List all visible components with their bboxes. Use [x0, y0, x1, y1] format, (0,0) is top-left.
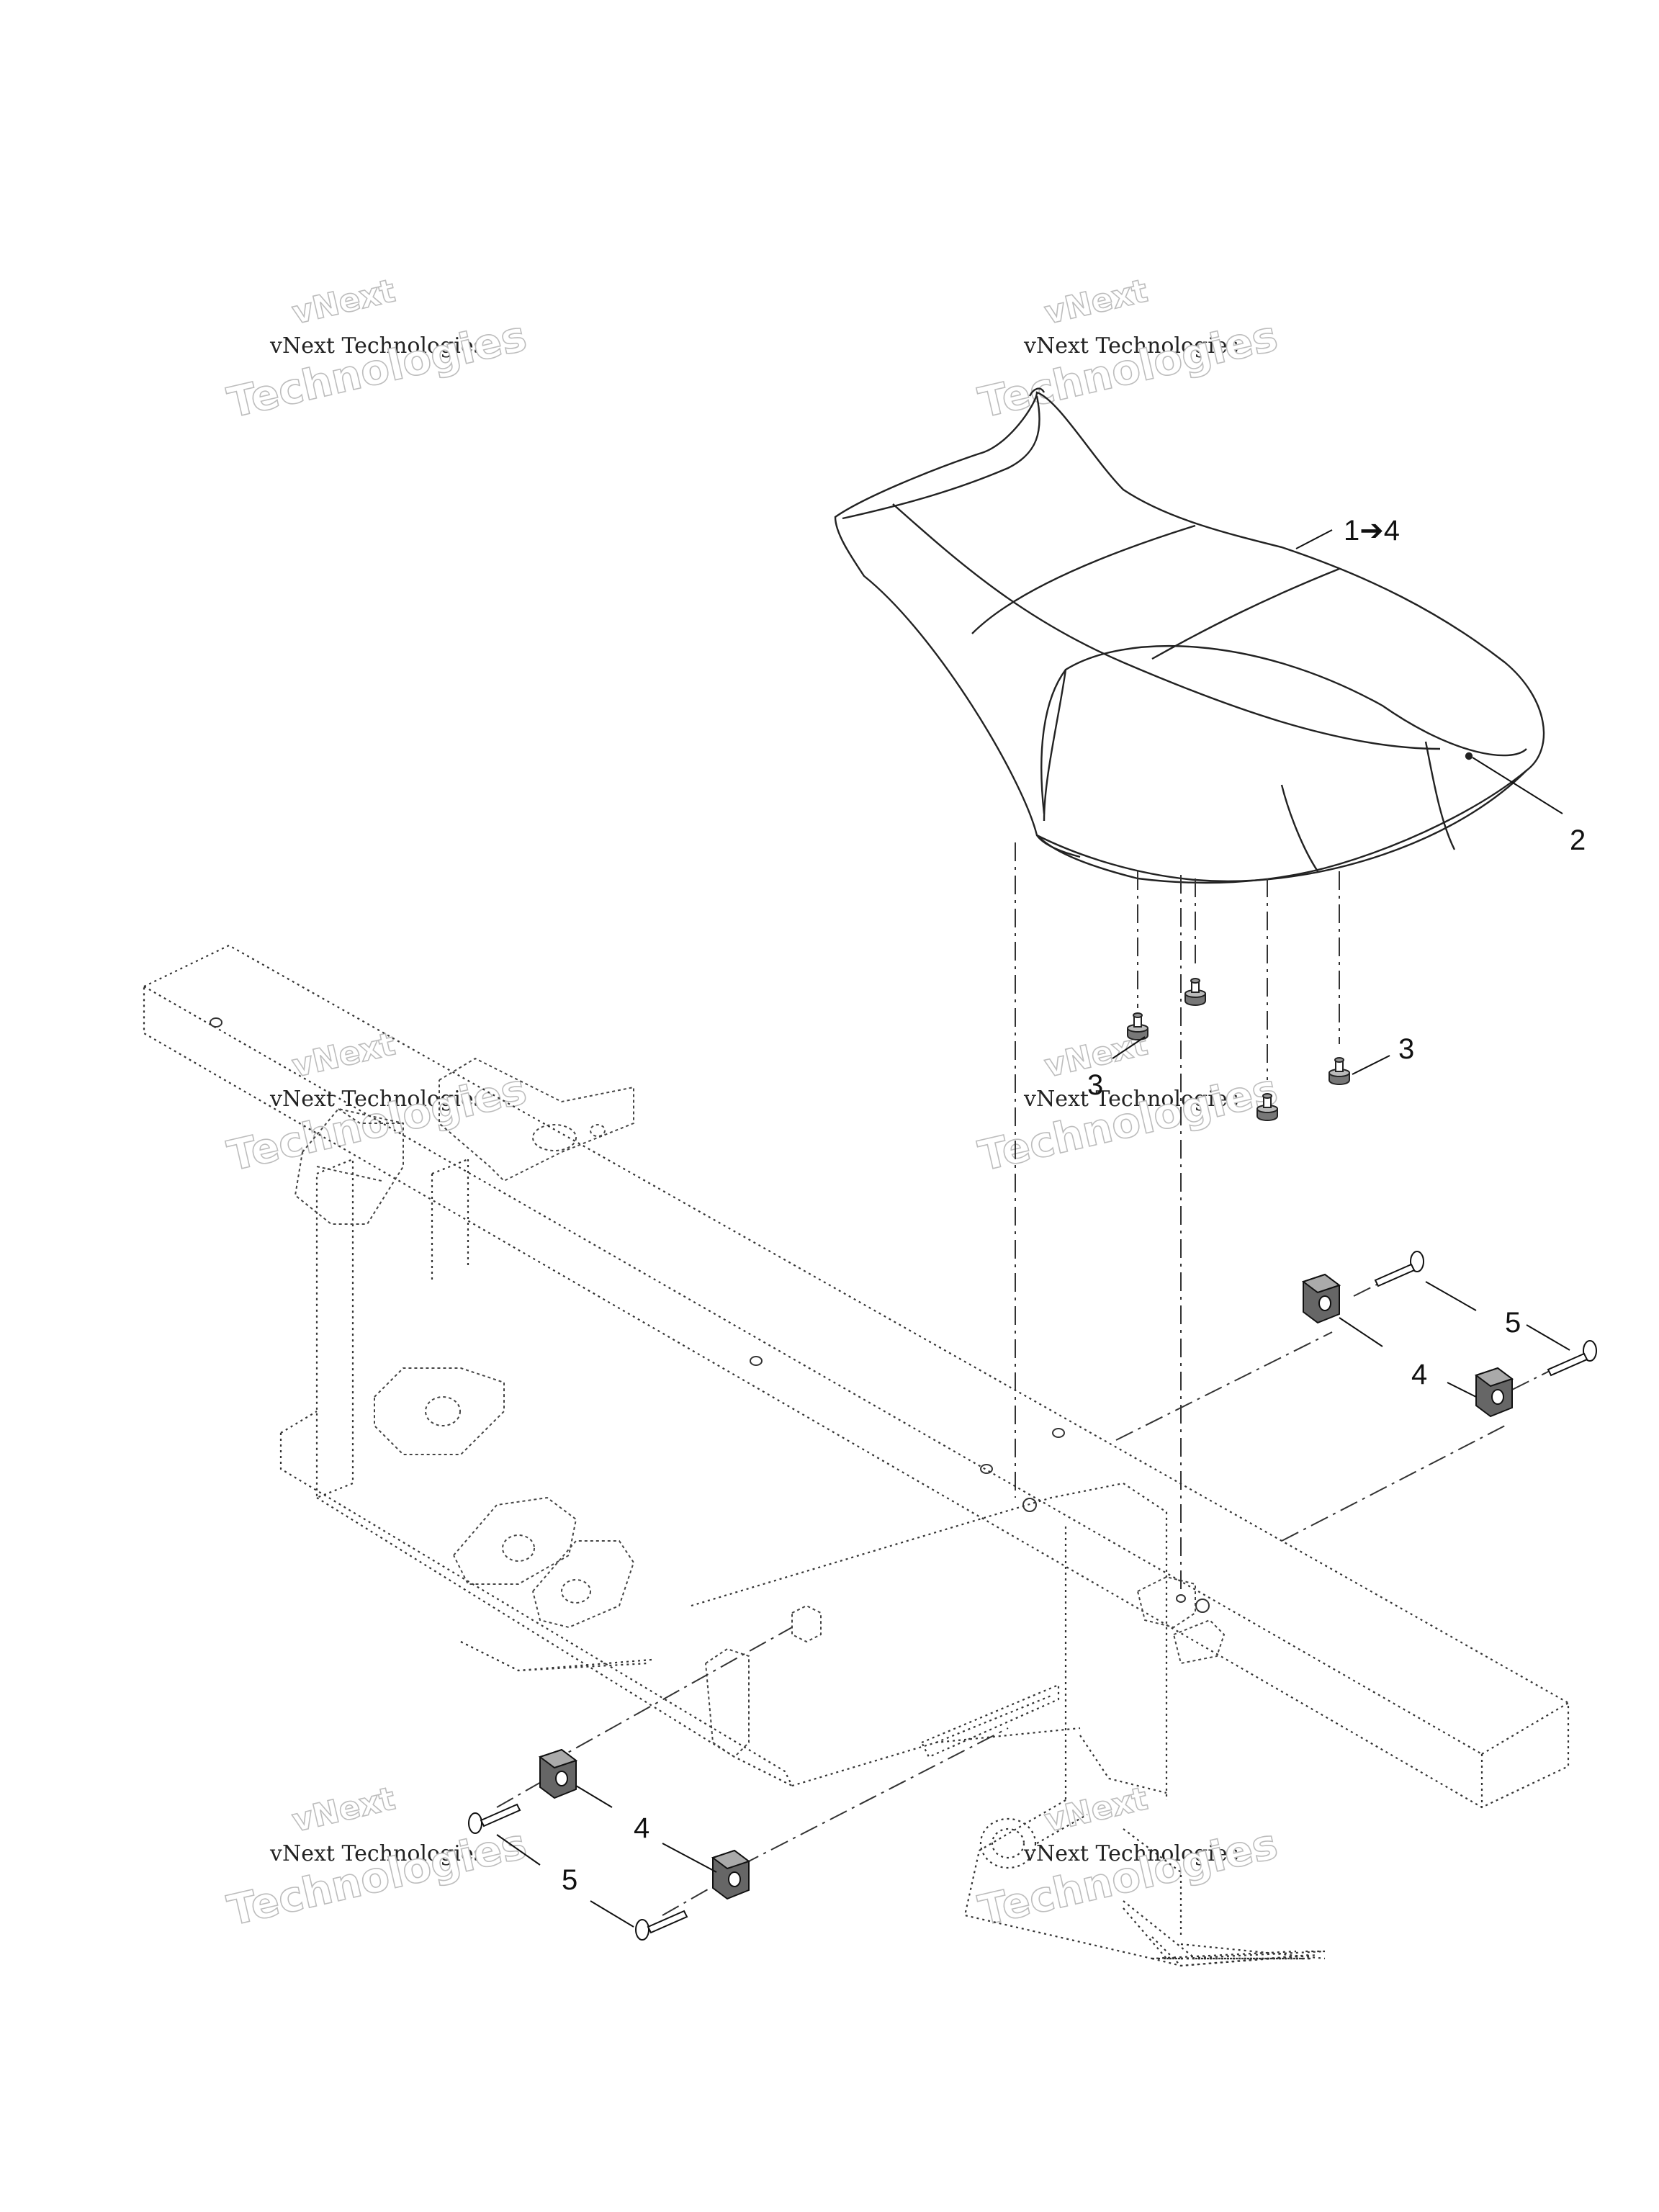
callout-bumper-right: 3 — [1398, 1033, 1414, 1065]
rubber-bumpers — [1127, 978, 1350, 1121]
seat-outline — [834, 391, 1545, 884]
watermark-big-text: Technologies — [974, 1064, 1282, 1180]
watermark-small-text: vNext — [289, 272, 399, 331]
lower-left-bracket-b — [532, 1540, 635, 1629]
bracket-right-upper — [1301, 1273, 1341, 1324]
callout-screw-left: 5 — [562, 1864, 577, 1896]
bracket-right-lower — [1474, 1367, 1514, 1418]
centerline-left-lower — [741, 1727, 1009, 1866]
callout-seat-assembly: 1➔4 — [1344, 515, 1400, 547]
centerline-right-upper — [1115, 1331, 1333, 1441]
lower-left-bracket-a — [453, 1496, 577, 1585]
watermark-big-text: Technologies — [223, 311, 531, 427]
upper-center-tab — [791, 1604, 822, 1643]
watermark-big-text: Technologies — [974, 1819, 1282, 1935]
upper-left-bracket — [294, 1107, 404, 1225]
center-tab-bracket — [705, 1647, 750, 1758]
screws — [468, 1251, 1597, 1941]
watermark-line-text: vNext Technologies — [269, 1087, 485, 1112]
screw-right-lower — [1547, 1340, 1597, 1377]
lower-tail-line — [1079, 1735, 1167, 1794]
seat-side-seam-b — [1151, 567, 1340, 660]
lower-right-skid — [1151, 1954, 1311, 1967]
bracket-left-lower — [711, 1849, 751, 1900]
mounting-brackets — [538, 1273, 1514, 1900]
seat-center-seam — [892, 503, 1441, 750]
watermark-small-text: vNext — [289, 1025, 399, 1084]
right-low-tab — [1173, 1619, 1226, 1665]
watermark-line-text: vNext Technologies — [1023, 333, 1238, 359]
watermark-middle-left: vNext vNext Technologies Technologies — [222, 1025, 531, 1182]
watermark-top-left: vNext vNext Technologies Technologies — [222, 272, 531, 428]
bumper-3 — [1256, 1093, 1278, 1121]
centerline-screw-right-a — [1353, 1267, 1412, 1297]
assembly-centerlines — [496, 842, 1585, 1916]
screw-left-lower — [635, 1910, 688, 1941]
callout-leaders — [496, 529, 1570, 1928]
bumper-2 — [1184, 978, 1206, 1006]
seat-base-edge — [1036, 770, 1527, 882]
seat-rear-panel — [1040, 644, 1527, 814]
seat-lower-contour — [1043, 669, 1067, 822]
watermark-line-text: vNext Technologies — [269, 333, 485, 359]
bumper-4 — [1328, 1057, 1350, 1085]
bracket-left-upper — [538, 1748, 578, 1799]
watermark-small-text: vNext — [1041, 272, 1151, 331]
seat-bottom-lip — [1036, 835, 1081, 858]
seat-rear-seam-a — [1280, 784, 1318, 872]
seat-rear-seam-b — [1424, 741, 1456, 850]
centerline-screw-left-a — [496, 1778, 548, 1808]
watermark-top-right: vNext vNext Technologies Technologies — [974, 272, 1282, 428]
top-seat-bracket — [439, 1057, 634, 1182]
centerline-right-lower — [1281, 1425, 1506, 1542]
watermark-line-text: vNext Technologies — [269, 1841, 485, 1866]
frame-structure — [143, 944, 1570, 1967]
watermark-big-text: Technologies — [223, 1819, 531, 1935]
beam-holes — [210, 1017, 1210, 1613]
seat-assembly — [834, 387, 1545, 884]
callout-seat-cover: 2 — [1570, 824, 1586, 856]
callout-labels: 1➔4 2 3 3 4 5 4 5 — [562, 515, 1586, 1896]
seat-top-tip — [1028, 387, 1046, 397]
left-bottom-edge — [460, 1641, 652, 1672]
centerline-left-upper — [547, 1627, 793, 1765]
right-mid-tab — [1137, 1575, 1196, 1629]
watermark-small-text: vNext — [289, 1780, 399, 1839]
main-cross-beam — [143, 944, 1570, 1809]
callout-screw-right: 5 — [1505, 1307, 1521, 1339]
seat-cover-dot — [1465, 752, 1473, 760]
screw-left-upper — [468, 1803, 521, 1834]
bottom-cross-channel — [921, 1683, 1060, 1758]
seat-side-seam-a — [971, 524, 1196, 634]
bumper-1 — [1127, 1012, 1148, 1040]
rear-bushing — [979, 1817, 1037, 1869]
left-upright — [315, 1158, 469, 1499]
screw-right-upper — [1374, 1251, 1424, 1287]
seat-front-seam — [842, 395, 1040, 520]
callout-bracket-right: 4 — [1411, 1359, 1427, 1390]
watermark-line-text: vNext Technologies — [1023, 1087, 1238, 1112]
watermark-line-text: vNext Technologies — [1023, 1841, 1238, 1866]
watermark-big-text: Technologies — [974, 311, 1282, 427]
frame-brackets — [294, 1057, 1226, 1758]
watermark-bottom-right: vNext vNext Technologies Technologies — [974, 1780, 1282, 1936]
lower-tail-line-2 — [1180, 1950, 1326, 1960]
centerline-screw-left-b — [662, 1886, 714, 1916]
callout-bracket-left: 4 — [634, 1812, 649, 1844]
callout-bumper-left: 3 — [1087, 1069, 1103, 1101]
watermark-bottom-left: vNext vNext Technologies Technologies — [222, 1780, 531, 1936]
left-mid-bracket — [374, 1367, 505, 1455]
